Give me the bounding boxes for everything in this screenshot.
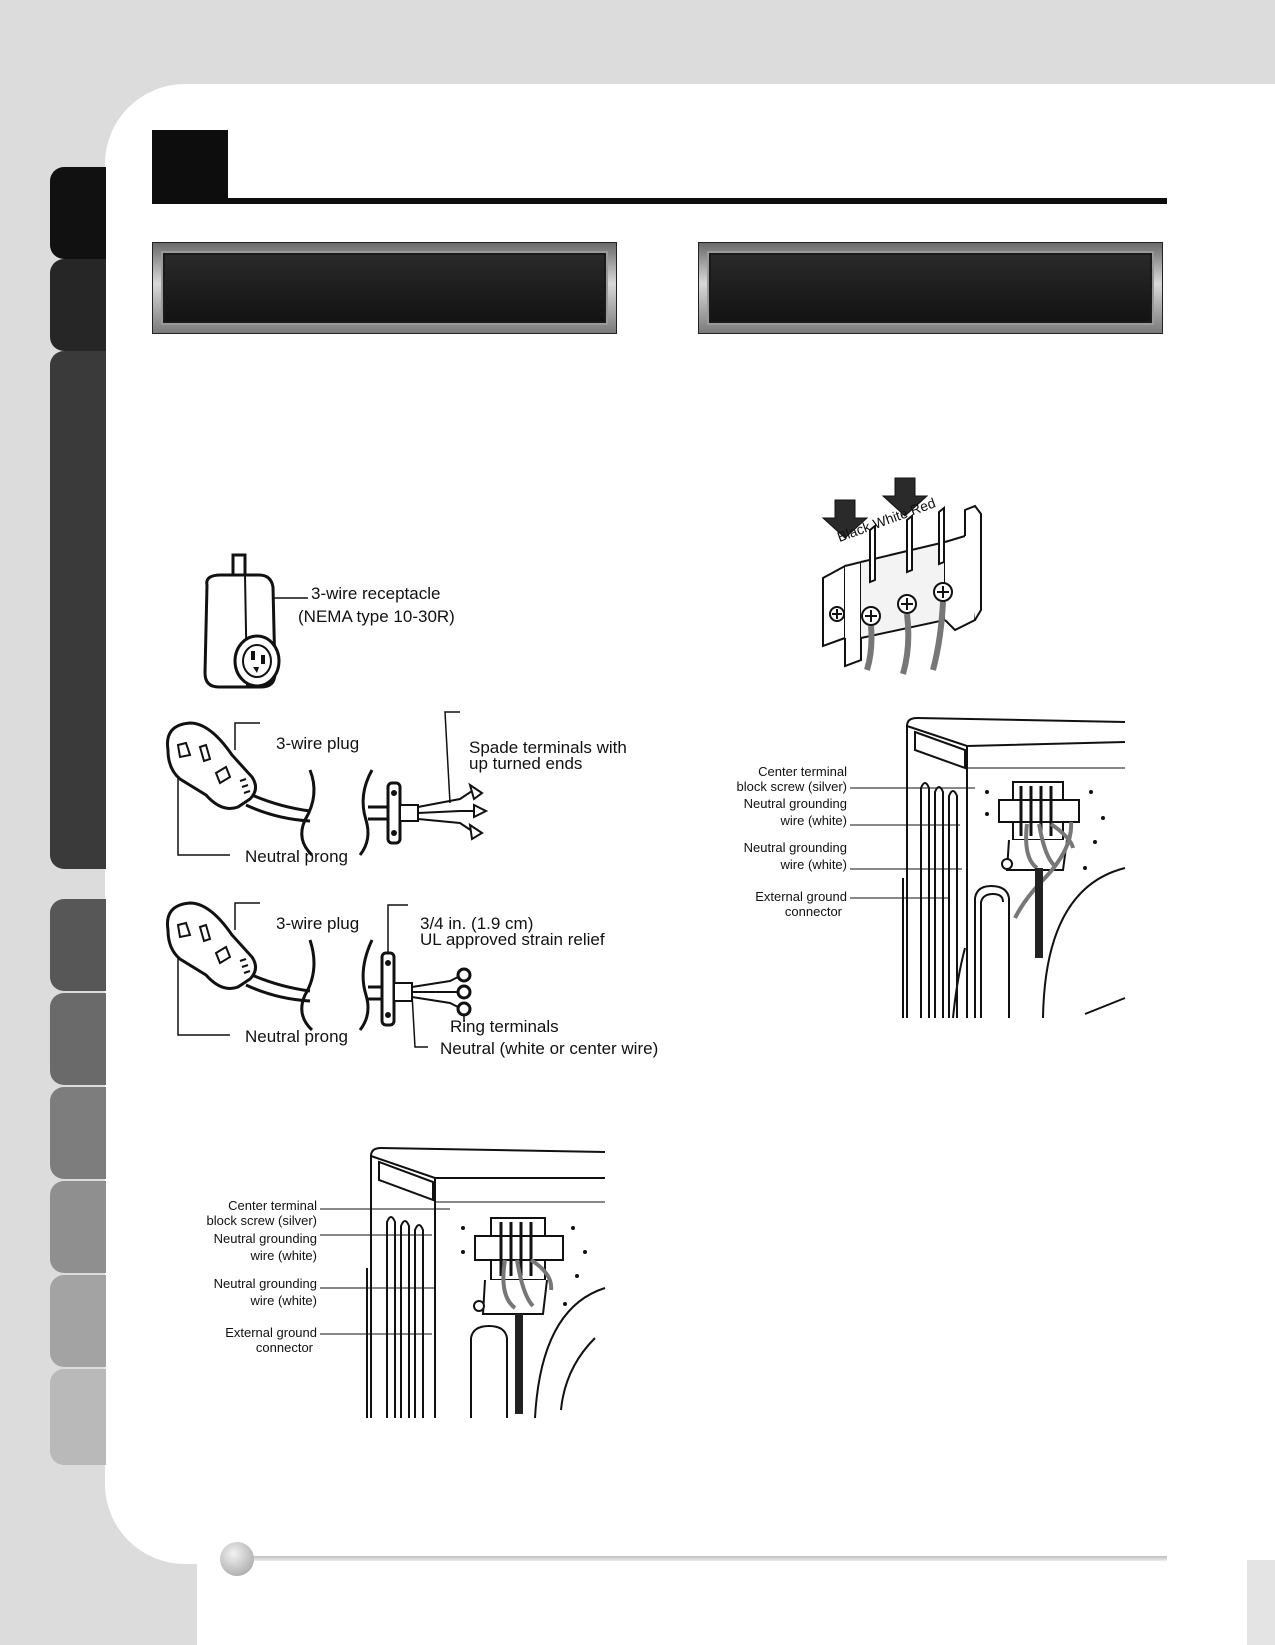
page-number-circle <box>220 1542 254 1576</box>
spade-plug-illustration <box>165 711 489 857</box>
dryer-right-leaders <box>850 787 975 899</box>
chapter-tab-9[interactable] <box>50 1369 106 1465</box>
ring-terminal-label: Ring terminals <box>450 1017 559 1036</box>
header-rule <box>152 198 1167 204</box>
chapter-tab-1[interactable] <box>50 167 106 259</box>
left-neutral-wire-a-label-2: wire (white) <box>250 1248 317 1263</box>
chapter-tab-4[interactable] <box>50 899 106 991</box>
receptacle-leader <box>272 597 308 599</box>
section-number-block <box>152 130 228 202</box>
spade-terminal-label-2: up turned ends <box>469 754 583 773</box>
left-neutral-wire-b-label-1: Neutral grounding <box>213 1276 317 1291</box>
ring-neutral-prong-label: Neutral prong <box>245 1027 349 1046</box>
ring-neutral-wire-label: Neutral (white or center wire) <box>440 1039 659 1058</box>
page-corner-shade <box>1247 1560 1275 1645</box>
receptacle-illustration <box>203 553 281 689</box>
spade-terminal-label-1: Spade terminals with <box>469 738 627 757</box>
right-section-banner <box>698 242 1163 334</box>
left-ground-label-2: connector <box>255 1340 313 1355</box>
ring-plug-illustration <box>165 901 472 1048</box>
chapter-tab-3[interactable] <box>50 351 106 869</box>
right-neutral-wire-b-label-2: wire (white) <box>780 857 847 872</box>
left-section-banner <box>152 242 617 334</box>
chapter-tab-2[interactable] <box>50 259 106 351</box>
footer-rule <box>250 1556 1167 1561</box>
strain-relief-label-1: 3/4 in. (1.9 cm) <box>420 914 534 933</box>
right-center-screw-label-2: block screw (silver) <box>736 779 847 794</box>
page-bottom-strip <box>197 1562 1247 1645</box>
strain-relief-label-2: UL approved strain relief <box>420 930 605 949</box>
left-ground-label-1: External ground <box>225 1325 317 1340</box>
left-center-screw-label-1: Center terminal <box>228 1198 317 1213</box>
chapter-tab-5[interactable] <box>50 993 106 1085</box>
ring-plug-label: 3-wire plug <box>276 914 360 933</box>
chapter-tab-7[interactable] <box>50 1181 106 1273</box>
spade-neutral-prong-label: Neutral prong <box>245 847 349 866</box>
spade-plug-label: 3-wire plug <box>276 734 360 753</box>
right-neutral-wire-b-label-1: Neutral grounding <box>743 840 847 855</box>
chapter-tab-8[interactable] <box>50 1275 106 1367</box>
right-neutral-wire-a-label-2: wire (white) <box>780 813 847 828</box>
terminal-block-illustration <box>821 477 982 675</box>
right-center-screw-label-1: Center terminal <box>758 764 847 779</box>
left-neutral-wire-a-label-1: Neutral grounding <box>213 1231 317 1246</box>
dryer-left-leaders <box>320 1208 450 1335</box>
receptacle-label-1: 3-wire receptacle <box>311 584 441 603</box>
left-center-screw-label-2: block screw (silver) <box>206 1213 317 1228</box>
right-ground-label-2: connector <box>784 904 842 919</box>
right-neutral-wire-a-label-1: Neutral grounding <box>743 796 847 811</box>
receptacle-label-2: (NEMA type 10-30R) <box>298 607 455 626</box>
left-neutral-wire-b-label-2: wire (white) <box>250 1293 317 1308</box>
chapter-tab-6[interactable] <box>50 1087 106 1179</box>
right-ground-label-1: External ground <box>755 889 847 904</box>
dryer-back-left <box>366 1146 606 1419</box>
dryer-back-right <box>902 716 1126 1019</box>
